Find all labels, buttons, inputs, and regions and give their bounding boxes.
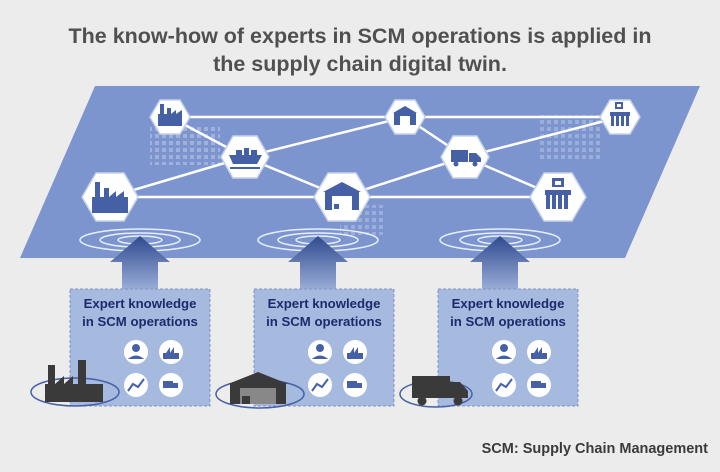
footnote: SCM: Supply Chain Management: [481, 441, 708, 457]
pixel-pattern: [540, 115, 600, 160]
factory-icon: [158, 104, 182, 126]
page-title: The know-how of experts in SCM operation…: [0, 22, 720, 78]
real-truck: [399, 376, 473, 408]
node-factory-top: [149, 99, 191, 135]
upward-arrow: [470, 236, 530, 292]
upward-arrow: [110, 236, 170, 292]
node-truck: [440, 135, 490, 179]
panel-label-factory: Expert knowledge in SCM operations: [65, 295, 215, 331]
upward-arrow: [288, 236, 348, 292]
node-ship: [220, 135, 270, 179]
panel-label-line-1: Expert knowledge: [267, 296, 381, 311]
store-icon: [610, 102, 630, 126]
panel-label-line-2: in SCM operations: [82, 314, 198, 329]
panel-label-truck: Expert knowledge in SCM operations: [433, 295, 583, 331]
panel-label-line-1: Expert knowledge: [451, 296, 565, 311]
warehouse-icon: [228, 372, 288, 404]
real-factory: [30, 360, 120, 407]
factory-icon: [45, 360, 103, 402]
panel-label-warehouse: Expert knowledge in SCM operations: [249, 295, 399, 331]
node-factory-large: [81, 172, 139, 222]
title-line-2: the supply chain digital twin.: [213, 52, 507, 76]
panel-label-line-2: in SCM operations: [266, 314, 382, 329]
node-store-large: [529, 172, 587, 222]
truck-icon: [412, 376, 468, 406]
warehouse-icon: [323, 182, 361, 210]
title-line-1: The know-how of experts in SCM operation…: [68, 24, 652, 48]
panel-label-line-2: in SCM operations: [450, 314, 566, 329]
node-warehouse-top: [384, 99, 426, 135]
node-warehouse-large: [313, 172, 371, 222]
warehouse-icon: [393, 106, 417, 125]
node-store-top: [599, 99, 641, 135]
truck-icon: [451, 150, 481, 167]
factory-icon: [92, 182, 128, 213]
ship-icon: [229, 148, 262, 169]
panel-label-line-1: Expert knowledge: [83, 296, 197, 311]
store-icon: [545, 178, 571, 209]
expert-panel-warehouse: [253, 288, 395, 407]
expert-panel-truck: [437, 288, 579, 407]
real-warehouse: [215, 372, 305, 409]
